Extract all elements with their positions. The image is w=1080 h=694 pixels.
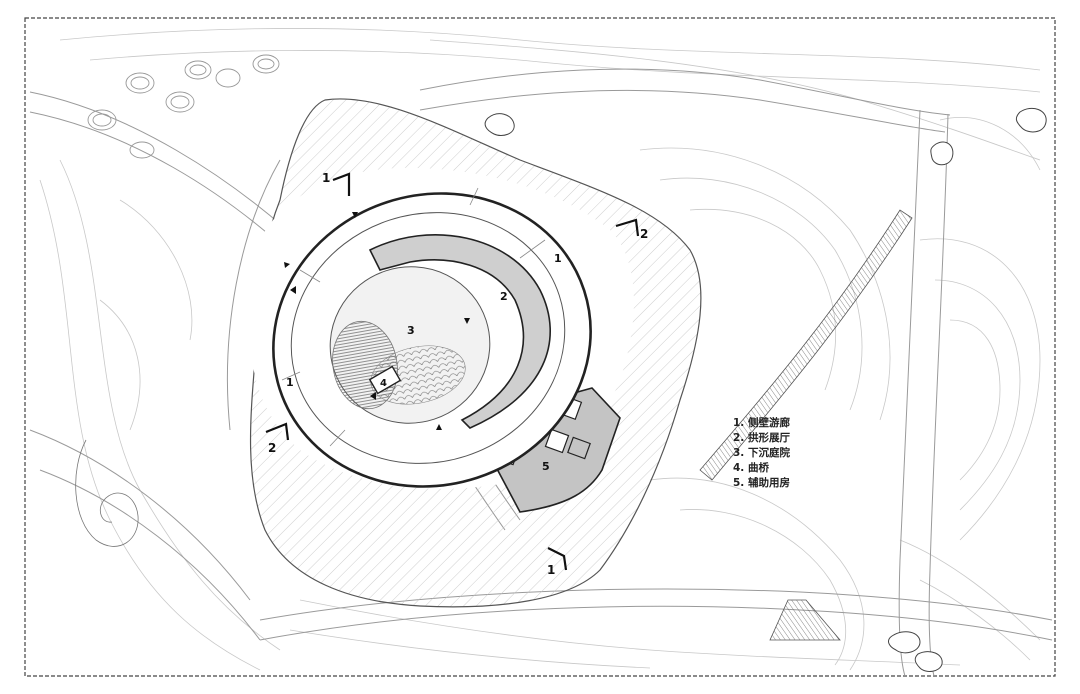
planting-circles [87,54,280,159]
landscape-rocks [484,107,1047,672]
legend-item-service: 5. 辅助用房 [733,477,790,489]
section-label-1-bottom: 1 [547,563,555,577]
crescent-hall [368,234,552,429]
courtyard-paving [370,345,466,405]
label-gallery-1-east: 1 [554,252,562,265]
terrain-contours [39,28,1041,671]
gallery-dividers [281,187,546,447]
drawing-border [24,17,1056,677]
legend-item-bridge: 4. 曲桥 [733,462,769,474]
section-label-2-right: 2 [640,227,648,241]
section-label-2-left: 2 [268,441,276,455]
label-service-5: 5 [542,460,550,473]
hatched-feature [769,599,841,641]
label-hall-2: 2 [500,290,508,303]
label-gallery-1-west: 1 [286,376,294,389]
section-label-1-top: 1 [322,171,330,185]
footbridge [699,209,913,481]
entrance-arrows [284,212,470,430]
section-marks [265,172,640,571]
curved-bridge [368,365,402,395]
legend-item-gallery: 1. 侧壁游廊 [733,417,790,429]
legend: 1. 侧壁游廊 2. 拱形展厅 3. 下沉庭院 4. 曲桥 5. 辅助用房 [733,416,790,491]
spiral-path [75,439,139,547]
label-bridge-4: 4 [380,378,387,389]
legend-item-hall: 2. 拱形展厅 [733,432,790,444]
label-courtyard-3: 3 [407,324,415,337]
legend-item-courtyard: 3. 下沉庭院 [733,447,790,459]
